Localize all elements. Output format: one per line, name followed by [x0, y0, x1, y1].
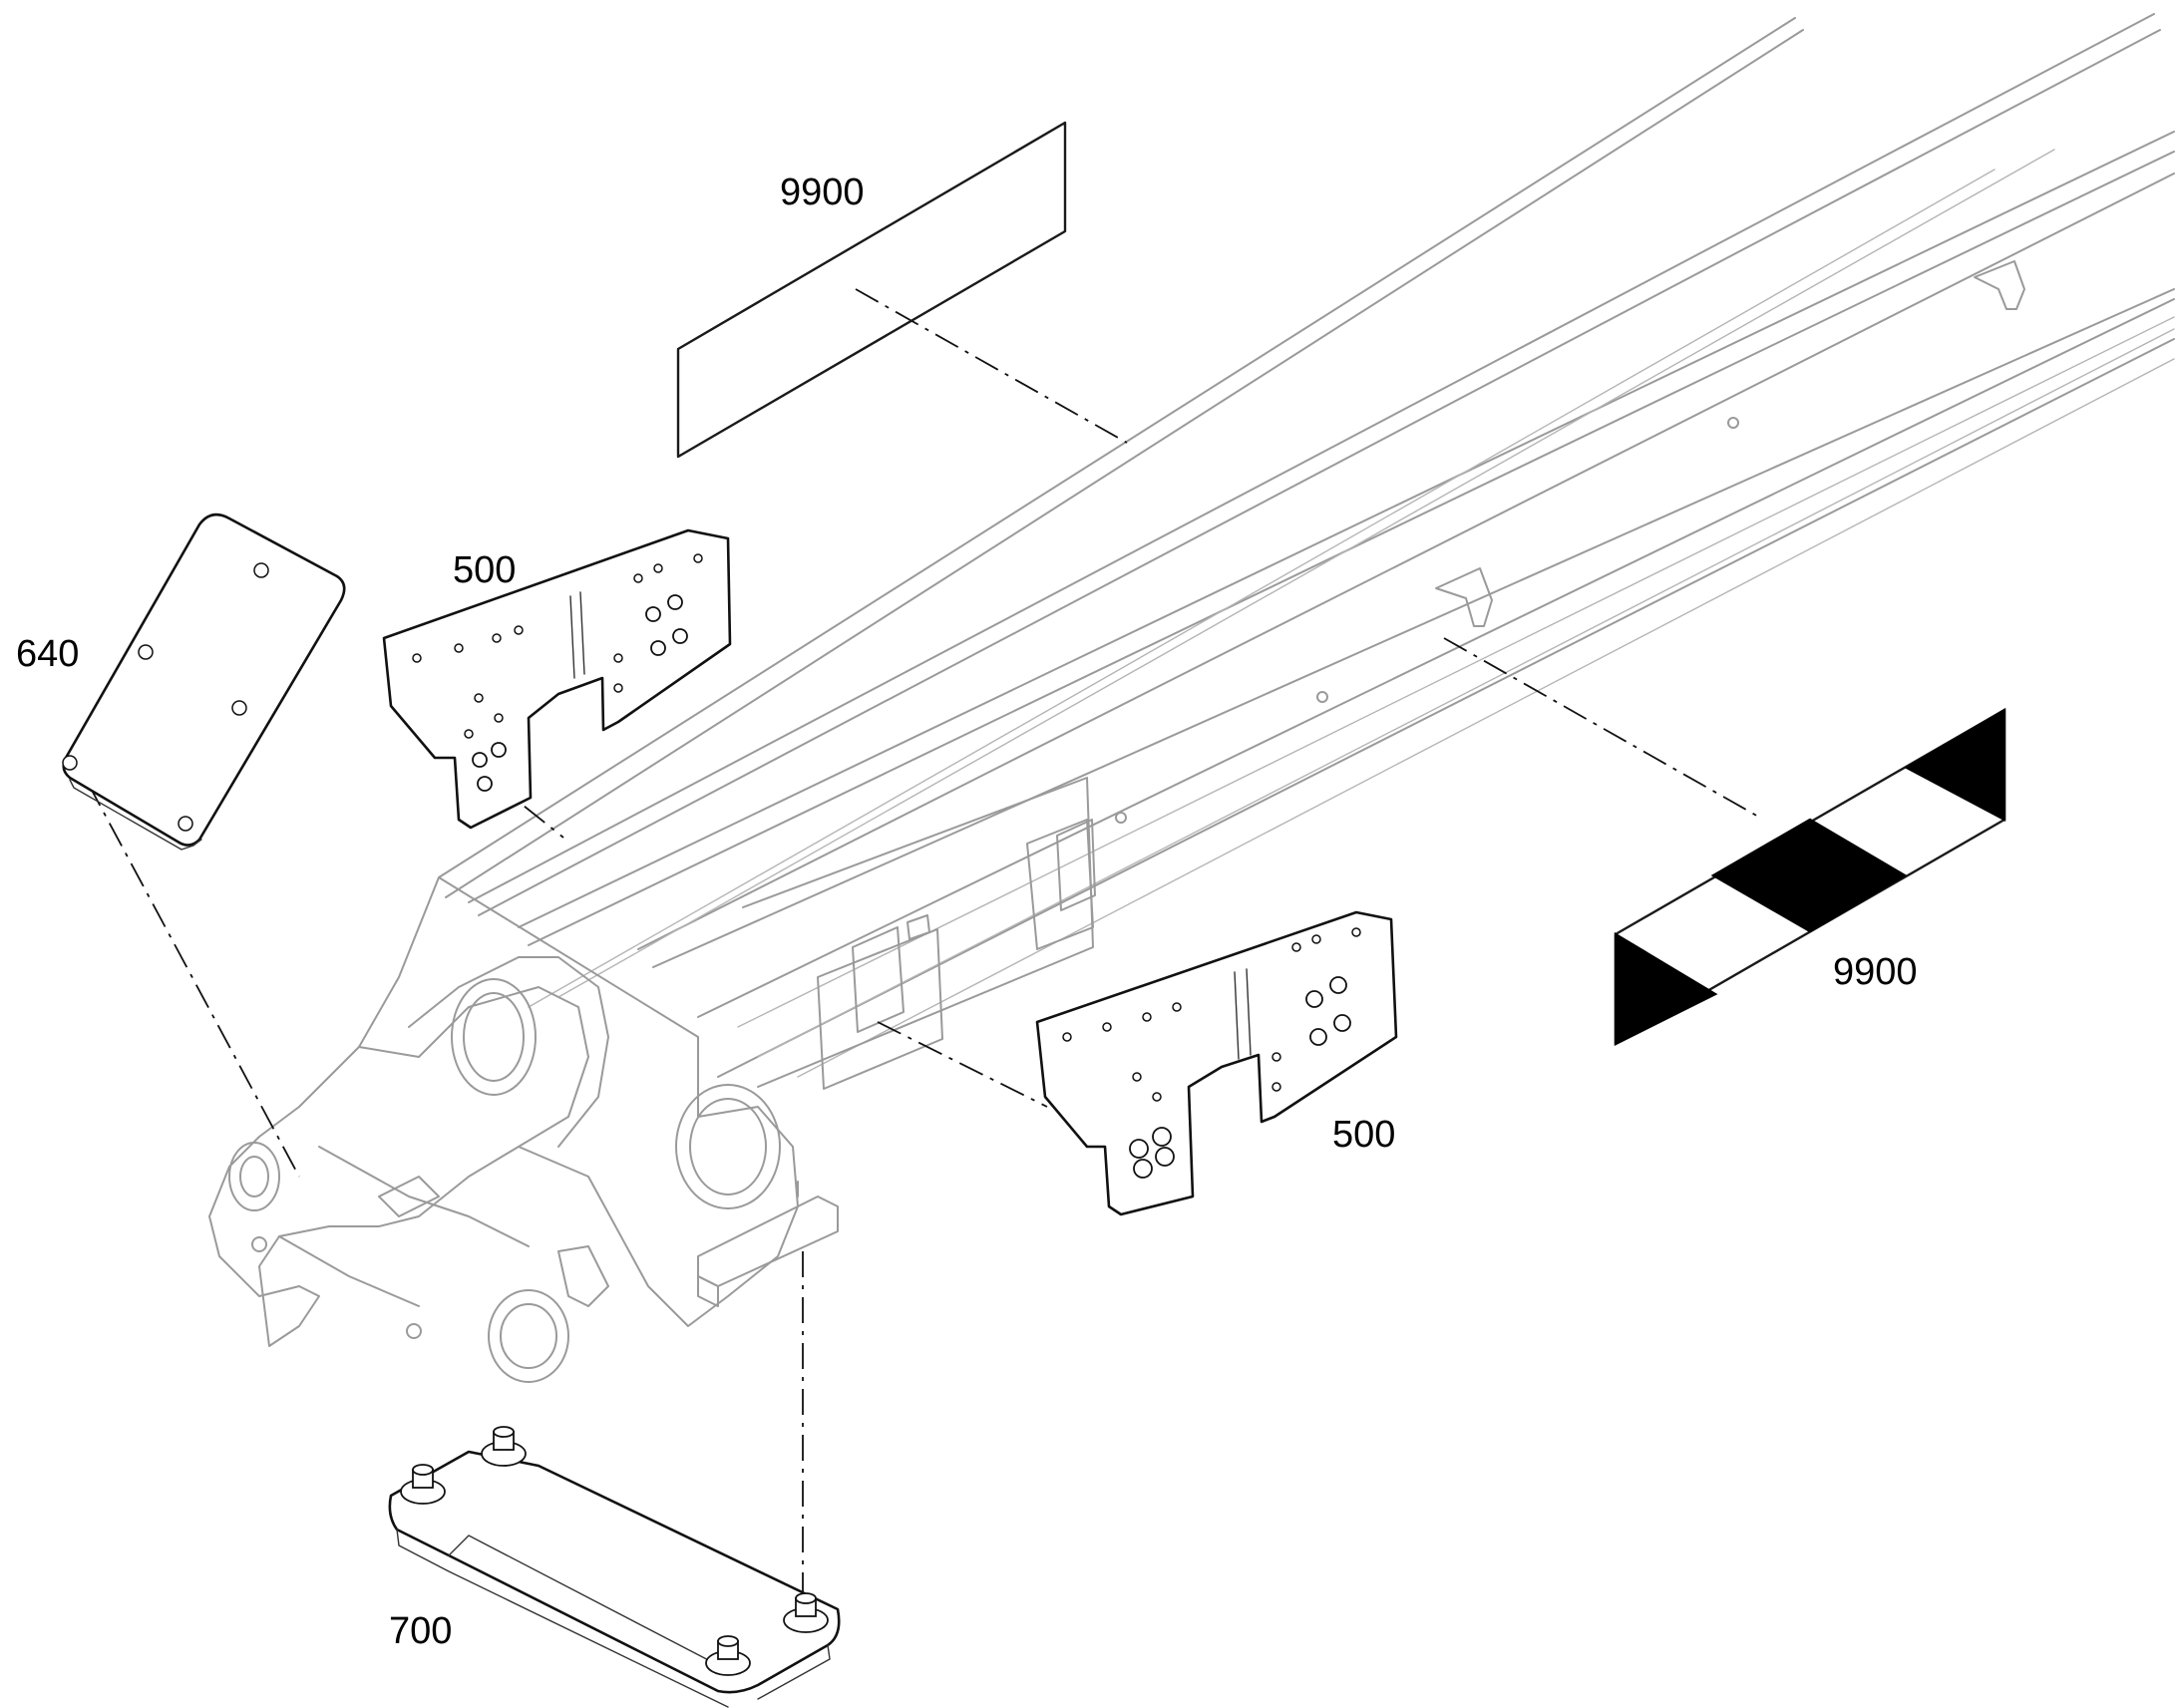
leader-lines — [87, 288, 1761, 1600]
cover-plate-part — [62, 512, 346, 851]
bracket-upper-part — [382, 528, 732, 830]
callout-cover-plate: 640 — [16, 633, 79, 675]
decal-top-part — [676, 121, 1067, 459]
decal-striped-part — [1614, 707, 2006, 1046]
callout-bracket-lower: 500 — [1332, 1114, 1395, 1156]
callout-decal-top: 9900 — [780, 171, 865, 213]
bracket-lower-part — [1035, 910, 1398, 1216]
skid-plate-part — [388, 1426, 841, 1708]
callout-bracket-upper: 500 — [453, 549, 516, 591]
callout-decal-striped: 9900 — [1833, 951, 1918, 993]
callout-skid-plate: 700 — [389, 1610, 452, 1652]
boom-structure — [208, 13, 2175, 1383]
